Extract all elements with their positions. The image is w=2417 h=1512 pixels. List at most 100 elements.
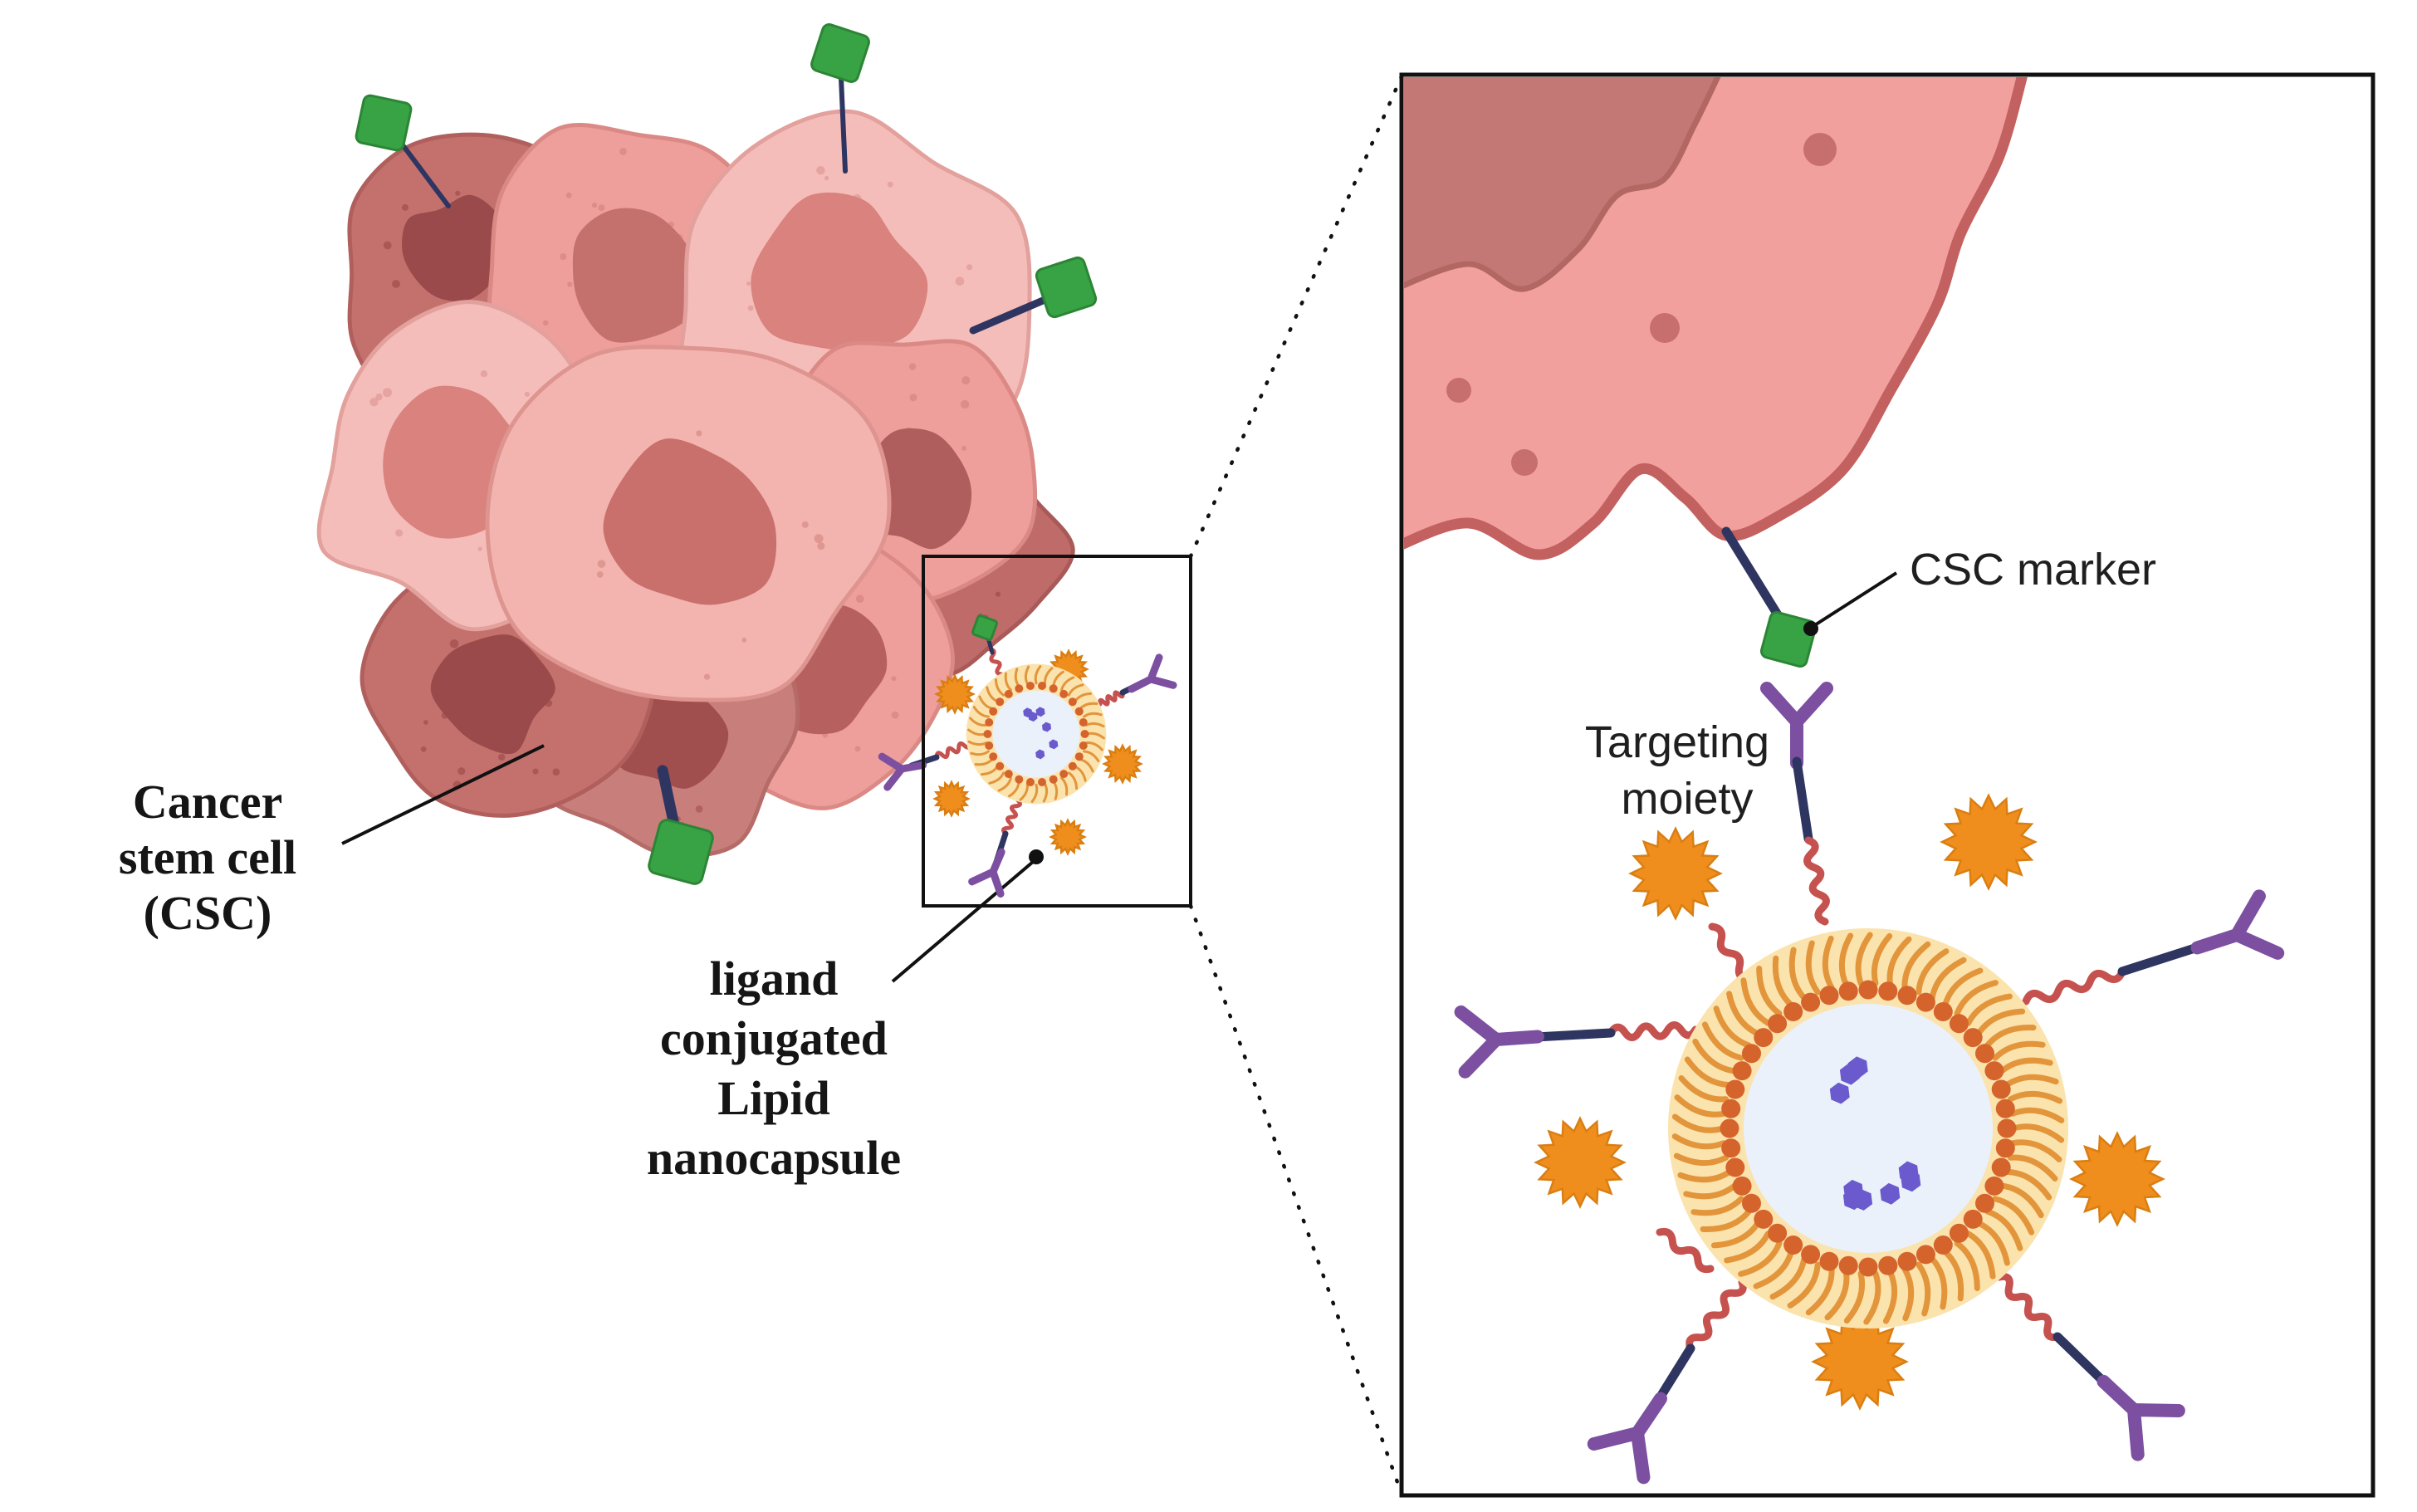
drug-cargo-dot xyxy=(1035,749,1045,760)
targeting-moiety-icon xyxy=(1454,1005,1544,1079)
csc-marker xyxy=(648,765,714,885)
targeting-moiety-label-line1: Targeting xyxy=(1585,717,1769,767)
cell-speckle xyxy=(524,391,530,397)
capsule-core xyxy=(992,690,1080,778)
csc-marker-icon xyxy=(810,23,870,83)
cell-speckle xyxy=(591,203,598,208)
marker-stalk xyxy=(839,76,848,174)
cell-speckle xyxy=(457,767,466,776)
csc-marker-icon xyxy=(648,819,714,885)
cell-speckle xyxy=(420,746,427,752)
targeting-moiety-icon xyxy=(878,752,927,791)
cell-speckle xyxy=(402,203,409,211)
inset-box xyxy=(922,555,1192,908)
zoom-connector-bottom xyxy=(1188,903,1404,1496)
csc-marker-icon xyxy=(971,614,998,641)
cell-speckle xyxy=(598,204,605,212)
drug-cargo-dot xyxy=(1028,712,1038,722)
linker-stalk xyxy=(1721,526,1783,621)
drug-cargo-dot xyxy=(1042,722,1051,732)
peg-linker xyxy=(1607,1021,1700,1041)
cell-speckle xyxy=(560,253,567,261)
cell-nucleus xyxy=(402,194,504,301)
cell-dot xyxy=(1511,449,1538,476)
cell-speckle xyxy=(498,753,506,761)
inset-scene xyxy=(878,614,1177,898)
csc-marker xyxy=(971,614,998,655)
drug-molecule-icon xyxy=(1102,743,1143,785)
lipid-nanocapsule xyxy=(1668,928,2068,1329)
cell-speckle xyxy=(596,571,604,578)
peg-linker xyxy=(2022,967,2126,1006)
cell-speckle xyxy=(995,591,1001,597)
cell-speckle xyxy=(966,264,973,271)
drug-molecule-icon xyxy=(1628,826,1723,921)
drug-cargo-dot xyxy=(1843,1179,1864,1201)
capsule-label-line4: nanocapsule xyxy=(647,1131,901,1185)
cell-speckle xyxy=(597,560,606,568)
peg-linker xyxy=(934,741,972,760)
cell-nucleus xyxy=(751,192,928,350)
csc-label-line2: stem cell xyxy=(119,830,296,884)
cell-speckle xyxy=(480,370,488,378)
targeting-moiety-icon xyxy=(968,848,1005,898)
csc-cluster xyxy=(316,23,1098,885)
drug-molecule-icon xyxy=(934,673,976,715)
peg-linker xyxy=(1995,1273,2062,1341)
marker-stalk xyxy=(401,144,451,208)
cell-speckle xyxy=(695,805,703,813)
cell-speckle xyxy=(565,192,572,198)
drug-molecule-icon xyxy=(1534,1116,1627,1209)
targeting-moiety-icon xyxy=(2190,889,2285,960)
csc-marker xyxy=(355,94,451,208)
cell-speckle xyxy=(375,393,383,401)
cell-speckle xyxy=(741,637,747,643)
cell-speckle xyxy=(855,595,864,603)
peg-linker xyxy=(1708,922,1753,984)
cell-speckle xyxy=(824,175,829,181)
drug-molecule-icon xyxy=(2069,1131,2165,1227)
cell-speckle xyxy=(567,281,573,287)
zoom-scene xyxy=(1404,77,2285,1485)
peg-linker xyxy=(1001,798,1023,836)
drug-cargo-dot xyxy=(1829,1082,1850,1104)
drug-cargo-dot xyxy=(1049,739,1059,750)
cell-speckle xyxy=(383,241,392,250)
capsule-label-line3: Lipid xyxy=(717,1071,829,1125)
peg-linker xyxy=(1686,1278,1747,1353)
cell-speckle xyxy=(854,746,861,752)
lipid-nanocapsule xyxy=(966,663,1107,805)
drug-molecule-icon xyxy=(932,780,971,818)
cancer-cell xyxy=(485,345,892,702)
linker-stalk xyxy=(1792,756,1813,844)
cell-nucleus xyxy=(603,438,777,605)
csc-marker xyxy=(969,256,1098,335)
drug-molecule-icon xyxy=(1049,818,1087,856)
marker-stalk xyxy=(969,296,1047,335)
cell-speckle xyxy=(816,166,825,175)
csc-marker-icon xyxy=(355,94,413,152)
drug-cargo-dot xyxy=(1839,1063,1860,1085)
drug-cargo-dot xyxy=(1880,1182,1901,1205)
drug-molecule-icon xyxy=(1940,793,2038,891)
cell-speckle xyxy=(532,768,539,775)
cell-speckle xyxy=(477,546,482,551)
cell-speckle xyxy=(817,542,825,550)
targeting-moiety-label-line2: moiety xyxy=(1621,774,1753,824)
cell-nucleus xyxy=(430,634,555,755)
cell-speckle xyxy=(961,376,971,385)
cell-speckle xyxy=(696,430,702,437)
cell-speckle xyxy=(455,190,461,196)
cell-speckle xyxy=(395,529,404,537)
cell-speckle xyxy=(747,305,754,311)
cell-speckle xyxy=(891,676,897,682)
cell-speckle xyxy=(552,768,560,776)
cell-speckle xyxy=(449,639,459,648)
cell-dot xyxy=(1803,133,1837,166)
drug-molecule-icon xyxy=(1811,1313,1909,1411)
capsule-label-line1: ligand xyxy=(710,952,839,1006)
csc-label-line1: Cancer xyxy=(133,775,282,829)
cell-speckle xyxy=(887,181,893,188)
cell-speckle xyxy=(814,534,824,544)
